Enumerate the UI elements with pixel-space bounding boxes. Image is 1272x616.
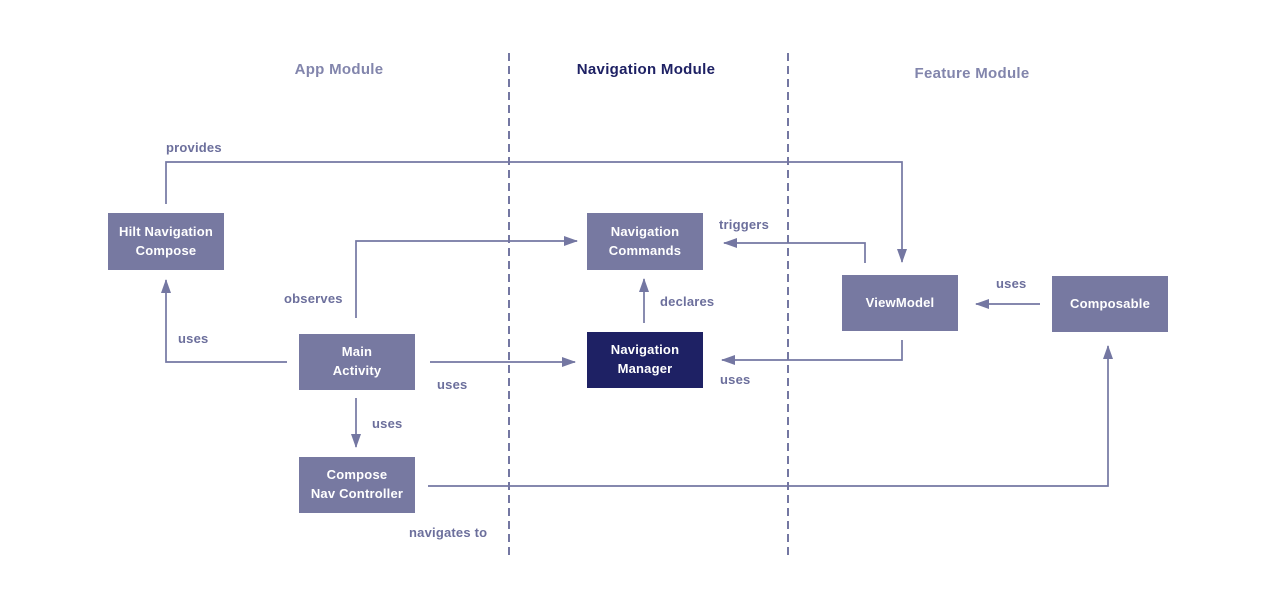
- module-title-app: App Module: [294, 61, 384, 78]
- edge-uses-vm-manager-line: [721, 340, 903, 365]
- edge-label-uses-composable: uses: [996, 276, 1027, 291]
- edge-label-provides: provides: [166, 140, 222, 155]
- edge-label-observes: observes: [284, 291, 343, 306]
- edge-uses-hilt-line: [161, 279, 287, 363]
- edge-label-uses-manager: uses: [437, 377, 468, 392]
- edge-label-uses-controller: uses: [372, 416, 403, 431]
- module-title-navigation: Navigation Module: [576, 61, 716, 78]
- node-main-activity: Main Activity: [299, 334, 415, 390]
- node-navigation-manager: Navigation Manager: [587, 332, 703, 388]
- edge-triggers-line: [723, 238, 866, 263]
- edge-navigates-to-line: [428, 345, 1113, 487]
- edge-label-uses-vm-manager: uses: [720, 372, 751, 387]
- node-viewmodel: ViewModel: [842, 275, 958, 331]
- node-composable: Composable: [1052, 276, 1168, 332]
- node-compose-nav-controller: Compose Nav Controller: [299, 457, 415, 513]
- edge-label-uses-hilt: uses: [178, 331, 209, 346]
- node-hilt-navigation-compose: Hilt Navigation Compose: [108, 213, 224, 270]
- edge-label-declares: declares: [660, 294, 715, 309]
- edge-label-navigates-to: navigates to: [409, 525, 488, 540]
- module-title-feature: Feature Module: [914, 65, 1030, 82]
- edge-label-triggers: triggers: [719, 217, 770, 232]
- edge-observes-line: [355, 236, 578, 318]
- node-navigation-commands: Navigation Commands: [587, 213, 703, 270]
- edge-provides-line: [165, 161, 907, 263]
